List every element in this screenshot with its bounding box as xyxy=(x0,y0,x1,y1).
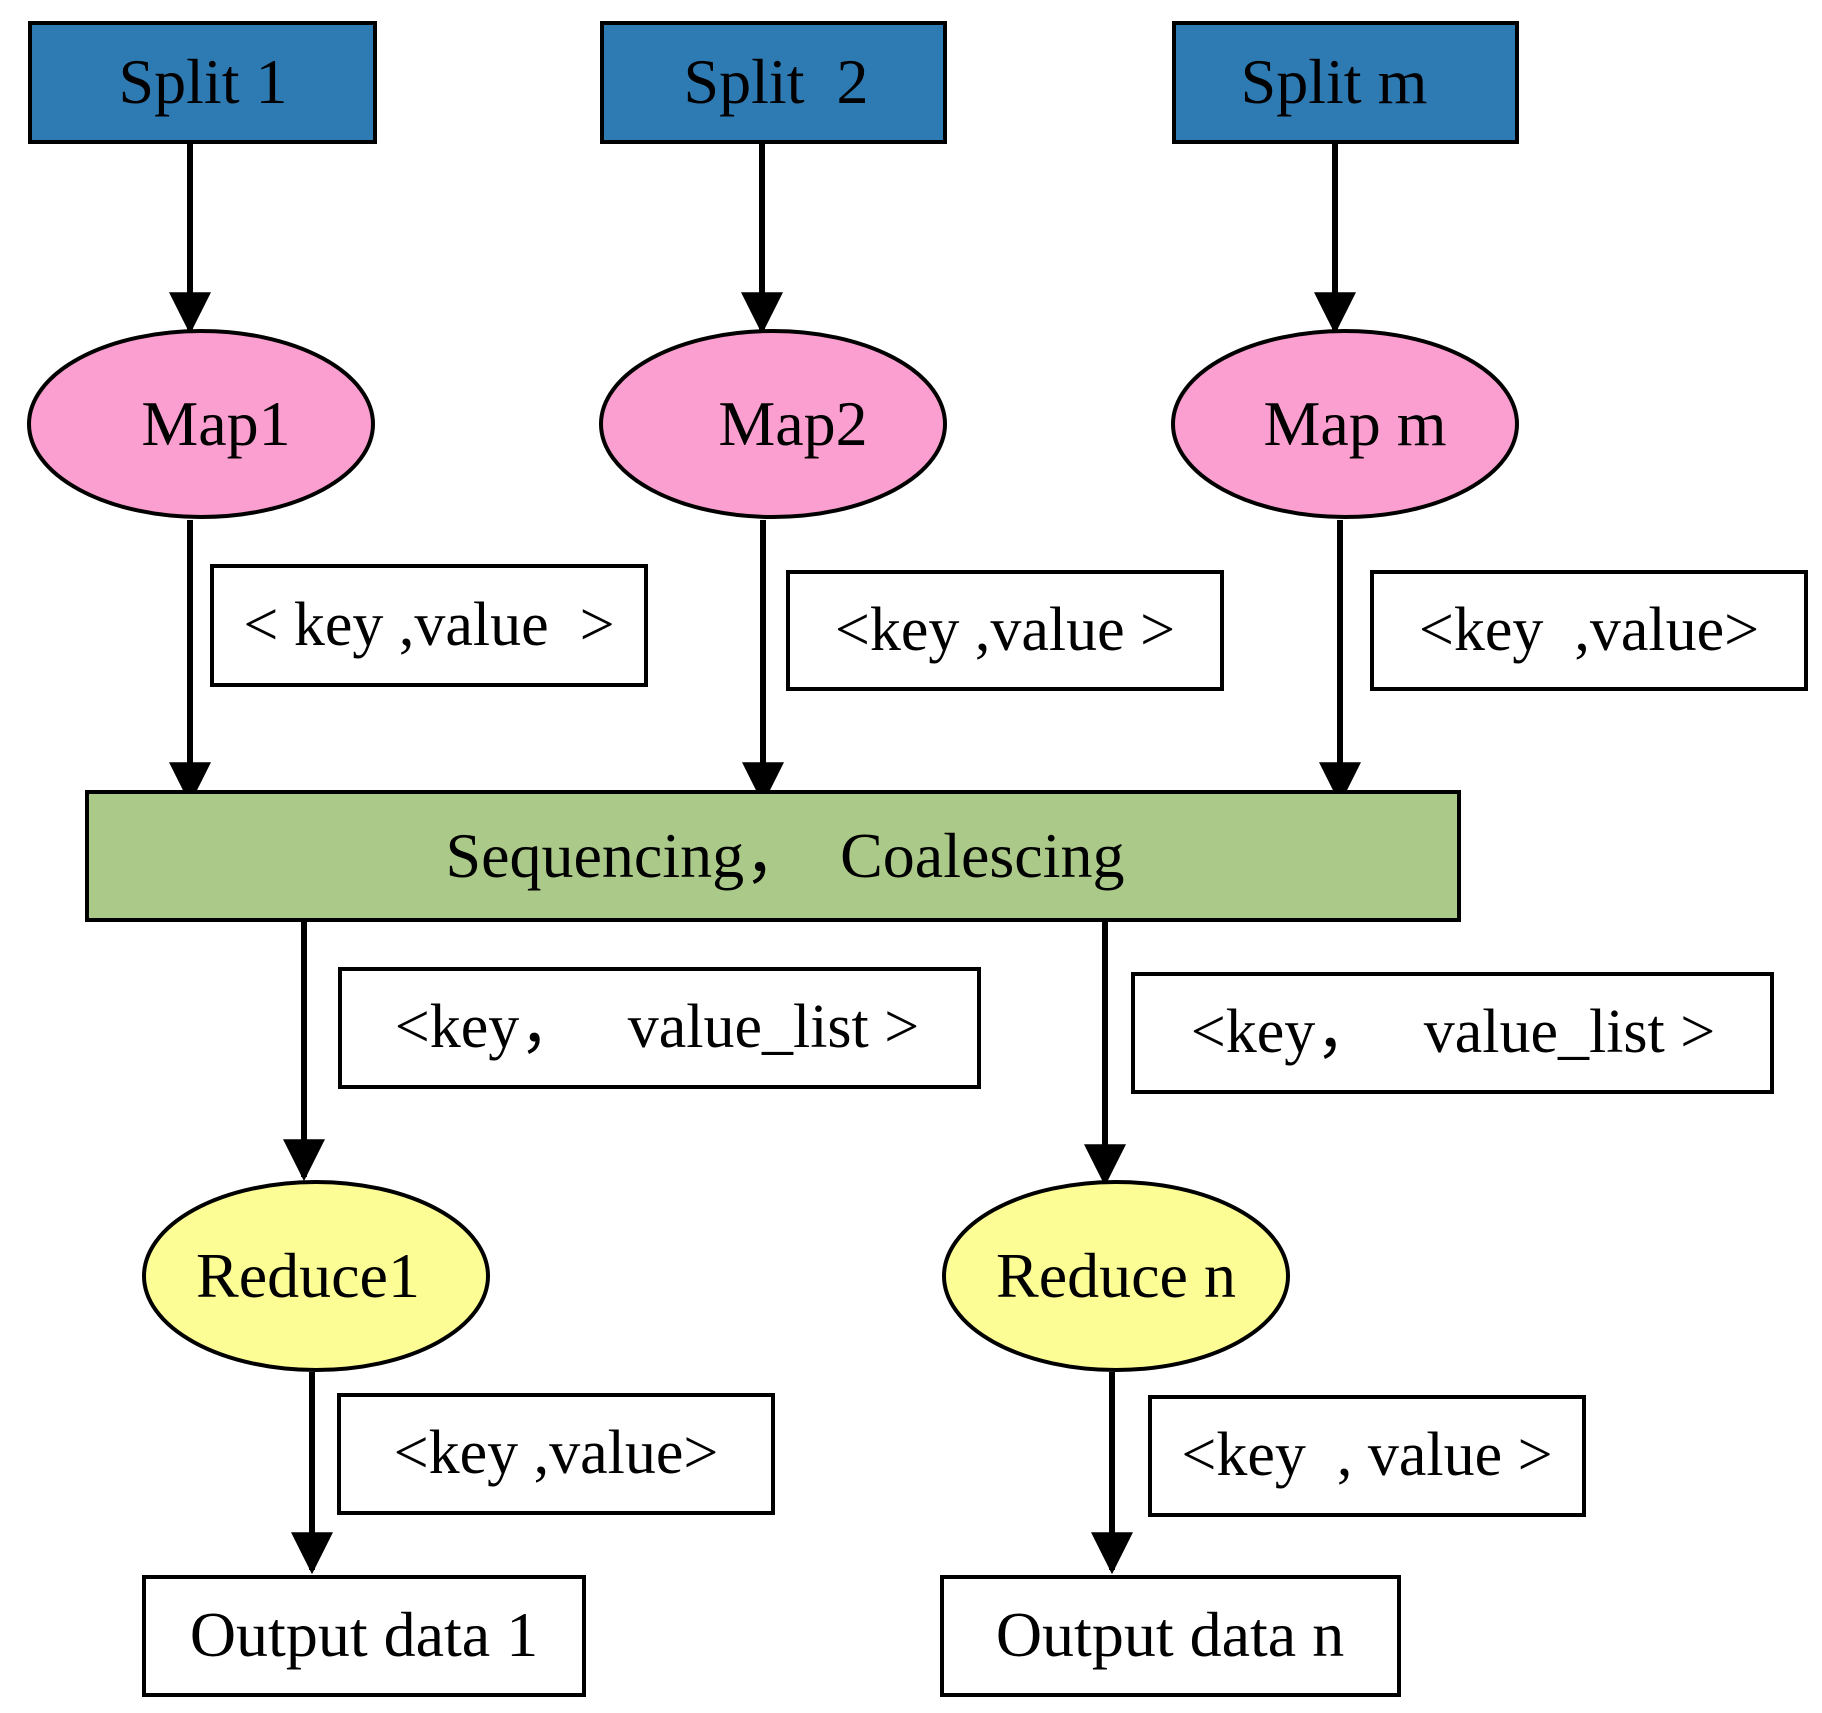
map-output-label-2-box xyxy=(786,570,1224,691)
merge-box-label: Sequencing， Coalescing xyxy=(446,820,1125,891)
merge-box-shape xyxy=(85,790,1461,922)
map-node-2-label: Map2 xyxy=(718,388,867,459)
output-box-1-label: Output data 1 xyxy=(190,1599,538,1670)
edges xyxy=(169,142,1361,1575)
map-output-label-1-box xyxy=(210,564,648,687)
map-output-label-1: < key ,value > xyxy=(210,564,648,687)
reduce-node-1-label: Reduce1 xyxy=(196,1240,420,1311)
map-node-2-shape xyxy=(599,329,947,519)
map-output-label-2: <key ,value > xyxy=(786,570,1224,691)
split-box-2-label: Split 2 xyxy=(684,46,869,117)
reduce-node-1-shape xyxy=(142,1180,490,1372)
map-node-1: Map1 xyxy=(27,329,375,519)
output-box-1: Output data 1 xyxy=(142,1575,586,1697)
split-box-1-label: Split 1 xyxy=(119,46,288,117)
reduce-node-n-label: Reduce n xyxy=(996,1240,1236,1311)
reduce-output-label-1-text: <key ,value> xyxy=(394,1419,719,1487)
shuffle-output-label-1: <key， value_list > xyxy=(338,967,981,1089)
map-output-label-2-text: <key ,value > xyxy=(835,596,1175,664)
map-output-label-m: <key ,value> xyxy=(1370,570,1808,691)
split-box-2: Split 2 xyxy=(600,21,947,144)
map-output-label-m-text: <key ,value> xyxy=(1419,596,1759,664)
map-node-m-label: Map m xyxy=(1263,388,1446,459)
reduce-output-label-n: <key , value > xyxy=(1148,1395,1586,1517)
merge-box: Sequencing， Coalescing xyxy=(85,790,1461,922)
shuffle-output-label-1-text: <key， value_list > xyxy=(395,993,920,1061)
split-box-m-shape xyxy=(1172,21,1519,144)
map-node-m-shape xyxy=(1171,329,1519,519)
reduce-output-label-1: <key ,value> xyxy=(337,1393,775,1515)
output-box-n: Output data n xyxy=(940,1575,1401,1697)
reduce-node-n-shape xyxy=(942,1180,1290,1372)
shuffle-output-label-n-text: <key， value_list > xyxy=(1191,998,1716,1066)
map-node-1-shape xyxy=(27,329,375,519)
reduce-node-1: Reduce1 xyxy=(142,1180,490,1372)
map-node-1-label: Map1 xyxy=(141,388,290,459)
shuffle-output-label-1-box xyxy=(338,967,981,1089)
map-output-label-1-text: < key ,value > xyxy=(243,591,614,659)
reduce-node-n: Reduce n xyxy=(942,1180,1290,1372)
split-box-1-shape xyxy=(28,21,377,144)
output-box-n-shape xyxy=(940,1575,1401,1697)
split-box-m: Split m xyxy=(1172,21,1519,144)
shuffle-output-label-n-box xyxy=(1131,972,1774,1094)
reduce-output-label-1-box xyxy=(337,1393,775,1515)
map-node-m: Map m xyxy=(1171,329,1519,519)
split-box-m-label: Split m xyxy=(1241,46,1428,117)
map-output-label-m-box xyxy=(1370,570,1808,691)
map-node-2: Map2 xyxy=(599,329,947,519)
output-box-n-label: Output data n xyxy=(996,1599,1344,1670)
reduce-output-label-n-box xyxy=(1148,1395,1586,1517)
output-box-1-shape xyxy=(142,1575,586,1697)
split-box-2-shape xyxy=(600,21,947,144)
shuffle-output-label-n: <key， value_list > xyxy=(1131,972,1774,1094)
reduce-output-label-n-text: <key , value > xyxy=(1181,1421,1552,1489)
split-box-1: Split 1 xyxy=(28,21,377,144)
